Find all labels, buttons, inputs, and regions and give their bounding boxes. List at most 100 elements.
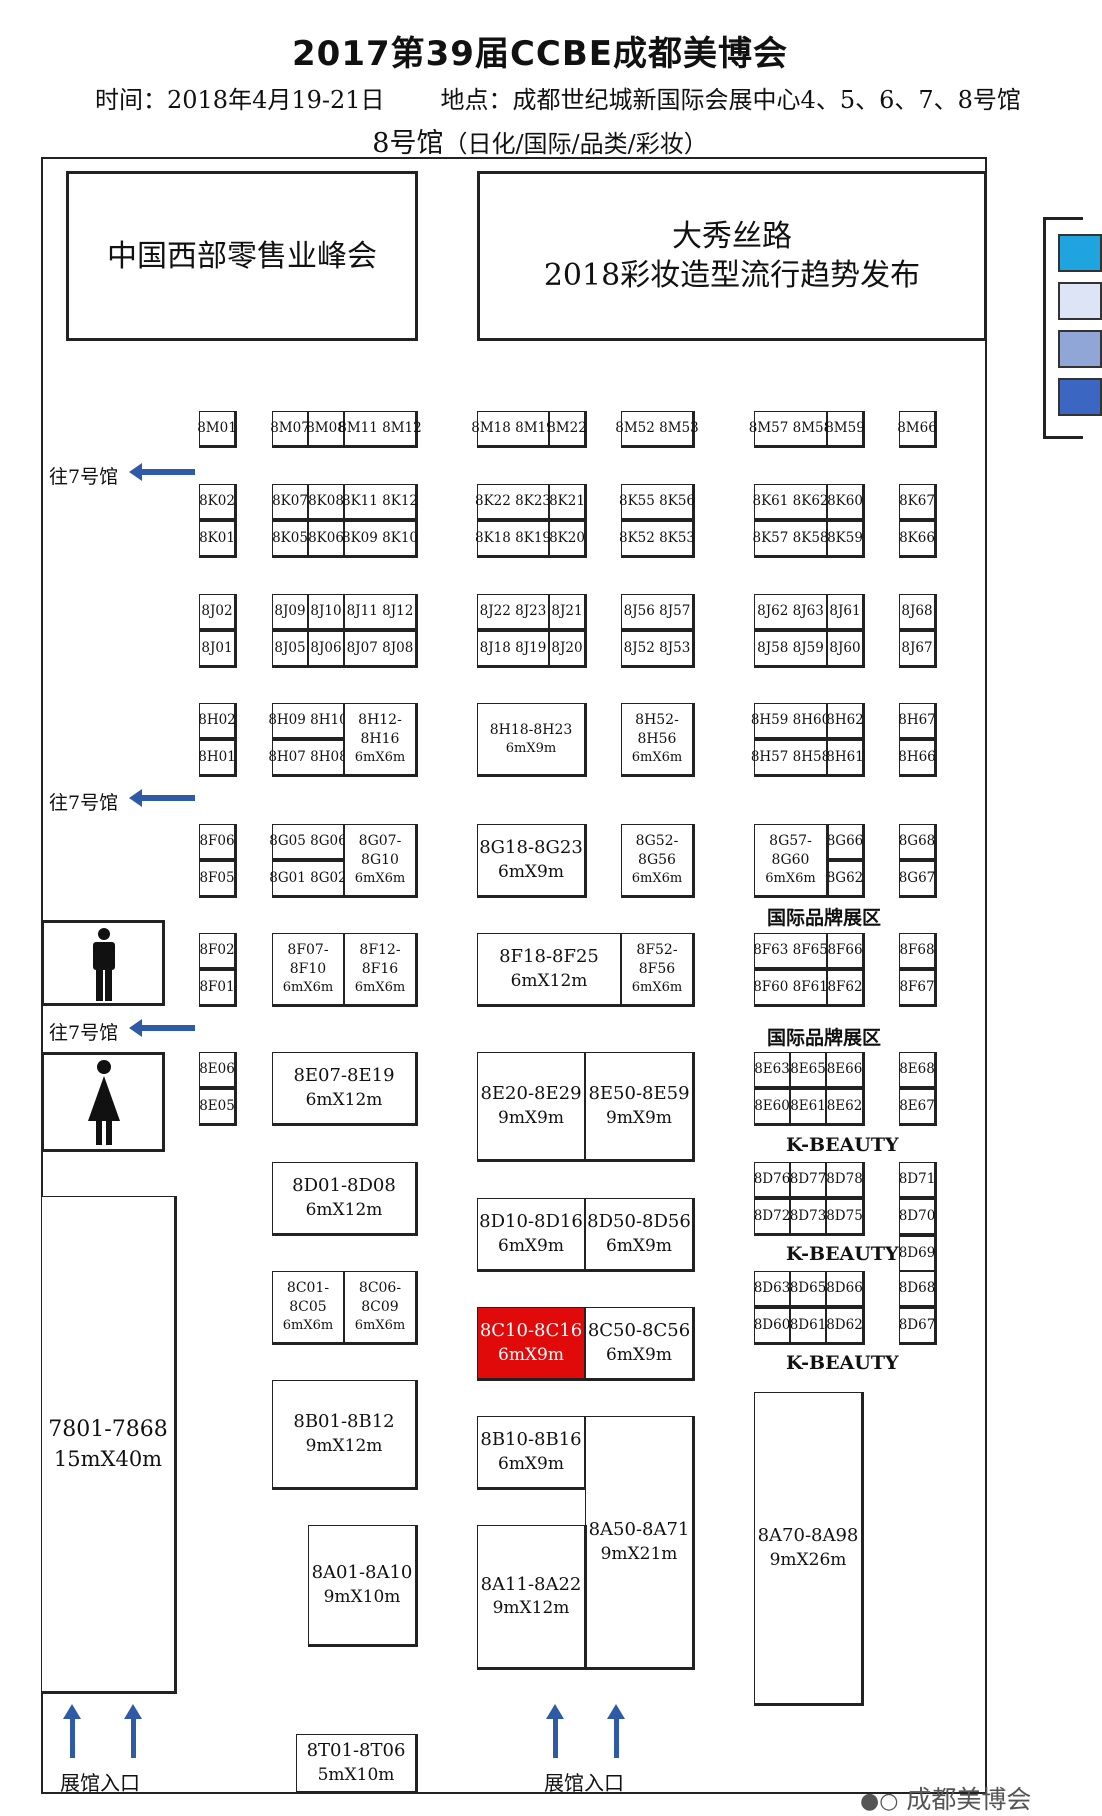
booth[interactable]: 8E63 (754, 1052, 792, 1089)
booth[interactable]: 8K22 8K23 (475, 484, 551, 521)
booth[interactable]: 8J02 (199, 594, 237, 631)
booth[interactable]: 8F05 (199, 861, 237, 898)
booth[interactable]: 8D69 (899, 1236, 937, 1273)
booth[interactable]: 8D77 (790, 1162, 828, 1199)
booth[interactable]: 8E66 (826, 1052, 865, 1089)
booth[interactable]: 8G67 (899, 861, 937, 898)
booth[interactable]: 8F68 (899, 933, 937, 970)
booth[interactable]: 8H59 8H60 (751, 703, 830, 740)
booth[interactable]: 8D71 (899, 1162, 937, 1199)
booth[interactable]: 8D75 (826, 1199, 865, 1236)
booth[interactable]: 8M52 8M53 (615, 411, 699, 448)
booth[interactable]: 8F60 8F61 (753, 970, 829, 1007)
booth[interactable]: 8J22 8J23 (477, 594, 551, 631)
booth[interactable]: 8K61 8K62 (753, 484, 829, 521)
entrance-label[interactable]: 展馆入口 (60, 1771, 140, 1795)
booth[interactable]: 8F63 8F65 (753, 933, 829, 970)
booth[interactable]: 8K55 8K56 (619, 484, 695, 521)
booth[interactable]: 8D63 (754, 1271, 792, 1308)
booth[interactable]: 8M11 8M12 (338, 411, 422, 448)
booth[interactable]: 8J58 8J59 (754, 631, 829, 668)
booth[interactable]: 8E05 (199, 1089, 237, 1126)
booth[interactable]: 8J11 8J12 (344, 594, 418, 631)
booth[interactable]: 8J10 (308, 594, 346, 631)
booth[interactable]: 8D73 (790, 1199, 828, 1236)
booth[interactable]: 8J21 (549, 594, 587, 631)
booth[interactable]: 8E65 (790, 1052, 828, 1089)
booth[interactable]: 8M22 (547, 411, 587, 448)
booth[interactable]: 8J06 (308, 631, 346, 668)
booth[interactable]: 8J05 (272, 631, 310, 668)
booth[interactable]: 8K11 8K12 (342, 484, 418, 521)
booth[interactable]: 8M66 (897, 411, 937, 448)
booth[interactable]: 8D65 (790, 1271, 828, 1308)
booth[interactable]: 8M01 (197, 411, 237, 448)
booth[interactable]: 8D66 (826, 1271, 865, 1308)
womens-restroom[interactable] (41, 1052, 165, 1152)
booth[interactable]: 8H09 8H10 (268, 703, 348, 740)
booth[interactable]: 8D61 (790, 1308, 828, 1345)
booth[interactable]: 8H57 8H58 (751, 740, 830, 777)
booth[interactable]: 8M08 (306, 411, 346, 448)
booth[interactable]: 8J68 (899, 594, 937, 631)
booth[interactable]: 8H61 (826, 740, 865, 777)
booth[interactable]: 8K21 (549, 484, 587, 521)
booth[interactable]: 8D70 (899, 1199, 937, 1236)
booth[interactable]: 8H62 (826, 703, 865, 740)
booth[interactable]: 8K05 (272, 521, 310, 558)
booth[interactable]: 8K01 (199, 521, 237, 558)
booth[interactable]: 8J61 (827, 594, 865, 631)
booth[interactable]: 8H66 (898, 740, 937, 777)
booth[interactable]: 8K59 (827, 521, 865, 558)
booth[interactable]: 8E61 (790, 1089, 828, 1126)
booth[interactable]: 8J56 8J57 (621, 594, 695, 631)
booth[interactable]: 8K18 8K19 (475, 521, 551, 558)
booth[interactable]: 8F02 (199, 933, 237, 970)
booth[interactable]: 8M07 (270, 411, 310, 448)
booth[interactable]: 8F62 (827, 970, 865, 1007)
booth[interactable]: 8E68 (899, 1052, 937, 1089)
entrance-label[interactable]: 展馆入口 (544, 1771, 624, 1795)
mens-restroom[interactable] (41, 920, 165, 1006)
booth[interactable]: 8J20 (549, 631, 587, 668)
booth[interactable]: 8K66 (899, 521, 937, 558)
booth[interactable]: 8E67 (899, 1089, 937, 1126)
booth[interactable]: 8E60 (754, 1089, 792, 1126)
booth[interactable]: 8H02 (198, 703, 237, 740)
booth[interactable]: 8K08 (308, 484, 346, 521)
booth[interactable]: 8K09 8K10 (342, 521, 418, 558)
summit-area[interactable]: 中国西部零售业峰会 (66, 171, 418, 341)
booth[interactable]: 8E06 (199, 1052, 237, 1089)
booth[interactable]: 8H67 (898, 703, 937, 740)
booth[interactable]: 8J01 (199, 631, 237, 668)
booth[interactable]: 8H07 8H08 (268, 740, 348, 777)
booth[interactable]: 8M59 (825, 411, 865, 448)
booth[interactable]: 8F01 (199, 970, 237, 1007)
booth[interactable]: 8J52 8J53 (621, 631, 695, 668)
booth[interactable]: 8D60 (754, 1308, 792, 1345)
